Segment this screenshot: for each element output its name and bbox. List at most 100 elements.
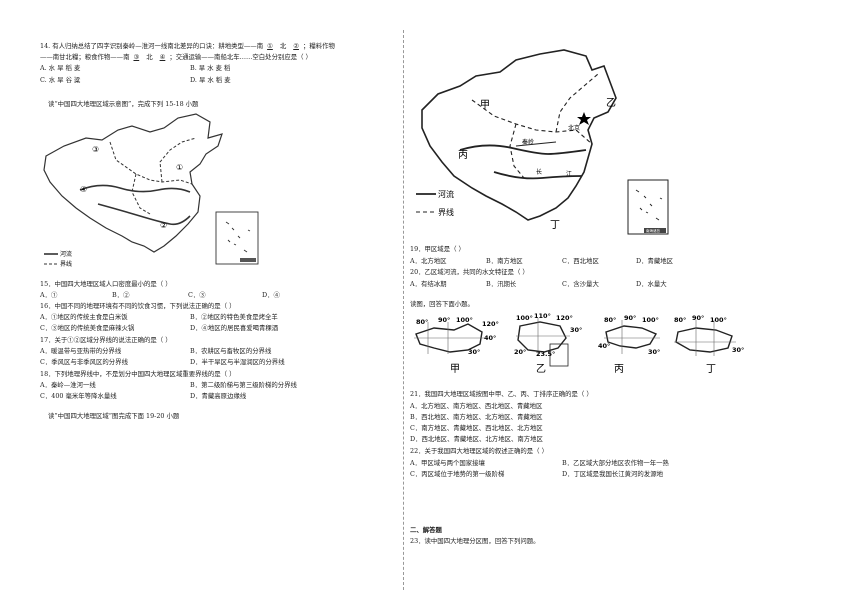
q16-stem: 16．中国不同的地理环境有不同的饮食习惯，下列说法正确的是（ ） xyxy=(40,302,236,310)
q22-option-c[interactable]: C．丙区域位于地势的第一级阶梯 xyxy=(410,470,505,478)
map2-qinling-line xyxy=(515,141,557,147)
shape-jia-tick: 40° xyxy=(484,334,496,342)
q21-stem: 21．我国四大地理区域按图中甲、乙、丙、丁排序正确的是（ ） xyxy=(410,390,593,398)
q17-option-b[interactable]: B．农耕区与畜牧区的分界线 xyxy=(190,347,272,355)
q19-option-d[interactable]: D．青藏地区 xyxy=(636,257,674,265)
q23-stem: 23．读中国四大地理分区图，回答下列问题。 xyxy=(410,537,540,545)
shape-yi-name: 乙 xyxy=(536,363,546,375)
q21-option-d[interactable]: D．西北地区、青藏地区、北方地区、南方地区 xyxy=(410,435,543,443)
column-divider xyxy=(403,30,404,590)
q20-option-c[interactable]: C．含沙量大 xyxy=(562,280,599,288)
shape-bing-tick: 100° xyxy=(642,316,659,324)
q19-option-a[interactable]: A．北方地区 xyxy=(410,257,447,265)
shape-yi-tick: 20° xyxy=(514,348,526,356)
q15-option-a[interactable]: A．① xyxy=(40,291,58,299)
shape-bing-tick: 90° xyxy=(624,314,636,322)
map2-label-qinling: 秦岭 xyxy=(522,138,534,146)
map2-label-beijing: 北京 xyxy=(568,124,580,132)
shape-yi-tick: 100° xyxy=(516,314,533,322)
q21-option-b[interactable]: B．西北地区、南方地区、北方地区、青藏地区 xyxy=(410,413,543,421)
q21-option-c[interactable]: C．南方地区、青藏地区、西北地区、北方地区 xyxy=(410,424,543,432)
q20-stem: 20．乙区域河流，共同的水文特征是（ ） xyxy=(410,268,529,276)
q20-option-a[interactable]: A．有结冰期 xyxy=(410,280,447,288)
map2-border-line xyxy=(555,73,599,133)
q19-stem: 19．甲区域是（ ） xyxy=(410,245,465,253)
q20-option-b[interactable]: B．汛期长 xyxy=(486,280,517,288)
shape-ding-tick: 80° xyxy=(674,316,686,324)
q18-option-b[interactable]: B．第二级阶梯与第三级阶梯的分界线 xyxy=(190,381,297,389)
map1-legend-border: 界线 xyxy=(60,260,72,268)
shape-yi: 100° 110° 120° 30° 20° 23.5° 乙 xyxy=(514,312,582,375)
q17-option-d[interactable]: D．半干旱区与半湿润区的分界线 xyxy=(190,358,285,366)
map1-label-4: ④ xyxy=(80,185,87,194)
map2-label-yi: 乙 xyxy=(606,97,616,109)
q22-option-b[interactable]: B．乙区域大部分地区农作物一年一熟 xyxy=(562,459,669,467)
shape-jia-tick: 30° xyxy=(468,348,480,356)
q22-stem: 22．关于我国四大地理区域的叙述正确的是（ ） xyxy=(410,447,548,455)
map1-china-regions: ③ ④ ① ② 河流 界线 xyxy=(43,113,259,268)
q19-option-c[interactable]: C．西北地区 xyxy=(562,257,599,265)
map1-river xyxy=(79,184,191,193)
q19-option-b[interactable]: B．南方地区 xyxy=(486,257,523,265)
map2-river xyxy=(493,171,583,180)
shape-bing: 80° 90° 100° 40° 30° 丙 xyxy=(598,314,660,375)
q16-option-a[interactable]: A．①地区的传统主食是白米饭 xyxy=(40,313,128,321)
shape-yi-tick: 30° xyxy=(570,326,582,334)
q15-option-b[interactable]: B．② xyxy=(112,291,130,299)
shape-jia: 80° 90° 100° 120° 40° 30° 甲 xyxy=(414,316,499,375)
q17-option-a[interactable]: A．暖温带与亚热带的分界线 xyxy=(40,347,122,355)
map2-label-ding: 丁 xyxy=(550,220,560,231)
shape-bing-tick: 30° xyxy=(648,348,660,356)
map1-border-line xyxy=(131,173,151,215)
map1-label-2: ② xyxy=(160,221,167,230)
map1-border-line xyxy=(159,137,197,183)
map2-china-regions: 甲 乙 丙 丁 北京 秦岭 长 江 南海诸岛 河流 界线 xyxy=(416,49,669,235)
shape-bing-name: 丙 xyxy=(614,364,624,375)
map2-legend-river: 河流 xyxy=(438,189,454,199)
shape-jia-name: 甲 xyxy=(450,364,460,375)
shape-ding: 80° 90° 100° 30° 丁 xyxy=(674,314,744,375)
shape-ding-tick: 90° xyxy=(692,314,704,322)
q18-option-d[interactable]: D．青藏高原边缘线 xyxy=(190,392,247,400)
map2-border-line xyxy=(471,99,593,145)
q14-option-b[interactable]: B. 旱 水 麦 稻 xyxy=(190,64,231,72)
shape-jia-tick: 100° xyxy=(456,316,473,324)
q14-option-d[interactable]: D. 旱 水 稻 麦 xyxy=(190,76,231,84)
shape-jia-tick: 120° xyxy=(482,320,499,328)
map2-inset-label: 南海诸岛 xyxy=(646,228,660,233)
q14-option-c[interactable]: C. 水 旱 谷 粱 xyxy=(40,76,81,84)
map1-label-3: ③ xyxy=(92,145,99,154)
map1-legend-river: 河流 xyxy=(60,250,72,258)
map1-inset-box xyxy=(215,211,259,265)
q15-option-d[interactable]: D．④ xyxy=(262,291,280,299)
q16-option-b[interactable]: B．②地区的特色美食是烤全羊 xyxy=(190,313,278,321)
q21-option-a[interactable]: A．北方地区、南方地区、西北地区、青藏地区 xyxy=(410,402,543,410)
shape-ding-name: 丁 xyxy=(706,364,716,375)
q14-option-a[interactable]: A. 水 旱 稻 麦 xyxy=(40,64,81,72)
shape-yi-tick: 23.5° xyxy=(536,350,555,358)
q18-stem: 18．下列地理界线中，不是划分中国四大地理区域重要界线的是（ ） xyxy=(40,370,236,378)
q15-option-c[interactable]: C．③ xyxy=(188,291,206,299)
map2-legend-border: 界线 xyxy=(438,207,454,217)
q20-option-d[interactable]: D．水量大 xyxy=(636,280,667,288)
shape-jia-tick: 80° xyxy=(416,318,428,326)
q16-option-c[interactable]: C．③地区的传统美食是麻辣火锅 xyxy=(40,324,135,332)
q18-option-c[interactable]: C．400 毫米年等降水量线 xyxy=(40,392,117,400)
map2-label-jiang: 江 xyxy=(566,171,572,178)
map2-label-bing: 丙 xyxy=(458,150,468,161)
map1-inset-islands xyxy=(225,221,251,253)
shape-yi-tick: 110° xyxy=(534,312,551,320)
q17-stem: 17．关于①②区域分界线的说法正确的是（ ） xyxy=(40,336,172,344)
q18-option-a[interactable]: A．秦岭—淮河一线 xyxy=(40,381,96,389)
q22-option-d[interactable]: D．丁区域是我国长江黄河的发源地 xyxy=(562,470,663,478)
q22-option-a[interactable]: A．甲区域与两个国家接壤 xyxy=(410,459,485,467)
shape-bing-tick: 40° xyxy=(598,342,610,350)
shape-bing-tick: 80° xyxy=(604,316,616,324)
map2-inset-box xyxy=(627,179,669,235)
map1-outline xyxy=(43,113,223,253)
q16-option-d[interactable]: D．④地区的居民喜爱喝青稞酒 xyxy=(190,324,279,332)
q17-option-c[interactable]: C．季风区与非季风区的分界线 xyxy=(40,358,128,366)
map1-intro: 读“中国四大地理区域示意图”，完成下列 15-18 小题 xyxy=(48,100,199,108)
